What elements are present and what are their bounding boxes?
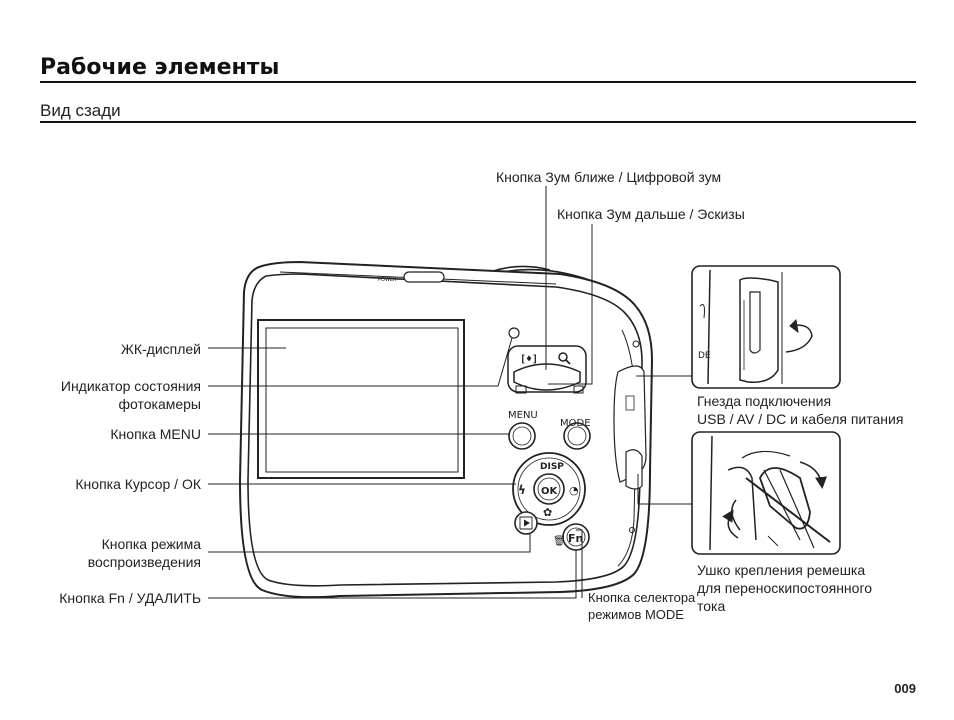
label-strap-line2: для переноскипостоянного bbox=[697, 580, 873, 596]
trash-icon: 🗑 bbox=[553, 535, 566, 547]
cursor-dpad[interactable] bbox=[513, 453, 585, 525]
label-zoom-in: Кнопка Зум ближе / Цифровой зум bbox=[496, 169, 722, 185]
power-button-label: POWER bbox=[378, 277, 397, 283]
section-rule bbox=[40, 121, 916, 123]
timer-icon: ◔ bbox=[569, 484, 579, 497]
svg-text:DE: DE bbox=[698, 351, 711, 361]
mode-button[interactable] bbox=[564, 423, 590, 449]
label-strap-line3: тока bbox=[697, 598, 726, 614]
playback-button[interactable] bbox=[515, 512, 537, 534]
mode-button-label: MODE bbox=[560, 418, 591, 429]
strap-eyelet-inset bbox=[692, 432, 840, 554]
status-led bbox=[509, 328, 519, 338]
page-number: 009 bbox=[894, 681, 916, 696]
camera-body bbox=[240, 262, 652, 597]
label-status-line2: фотокамеры bbox=[118, 396, 201, 412]
svg-text:[♦]: [♦] bbox=[520, 354, 538, 365]
label-mode-selector-line2: режимов MODE bbox=[588, 607, 684, 622]
label-strap-line1: Ушко крепления ремешка bbox=[697, 562, 866, 578]
title-rule bbox=[40, 81, 916, 83]
label-ports-line2: USB / AV / DC и кабеля питания bbox=[697, 411, 904, 427]
ok-label: OK bbox=[541, 486, 559, 497]
label-status-line1: Индикатор состояния bbox=[60, 378, 201, 394]
label-cursor-ok: Кнопка Курсор / ОК bbox=[75, 476, 201, 492]
label-fn-delete: Кнопка Fn / УДАЛИТЬ bbox=[59, 590, 201, 606]
lcd-screen bbox=[258, 320, 464, 478]
menu-button[interactable] bbox=[509, 423, 535, 449]
zoom-rocker[interactable]: [♦] bbox=[508, 346, 586, 393]
label-zoom-out: Кнопка Зум дальше / Эскизы bbox=[557, 206, 745, 222]
flash-icon: ϟ bbox=[518, 483, 526, 497]
label-menu-button: Кнопка MENU bbox=[110, 426, 201, 442]
ports-inset: DE bbox=[692, 266, 840, 388]
menu-button-label: MENU bbox=[508, 410, 538, 421]
label-ports-line1: Гнезда подключения bbox=[697, 393, 832, 409]
leader-lines bbox=[208, 186, 692, 598]
label-playback-line2: воспроизведения bbox=[87, 554, 201, 570]
label-lcd: ЖК-дисплей bbox=[120, 341, 201, 357]
macro-icon: ✿ bbox=[543, 506, 552, 519]
disp-label: DISP bbox=[540, 462, 564, 472]
label-playback-line1: Кнопка режима bbox=[101, 536, 201, 552]
page-title: Рабочие элементы bbox=[40, 55, 280, 80]
label-mode-selector-line1: Кнопка селектора bbox=[588, 590, 696, 605]
section-title: Вид сзади bbox=[40, 101, 121, 120]
fn-button-label: Fn bbox=[568, 532, 583, 545]
